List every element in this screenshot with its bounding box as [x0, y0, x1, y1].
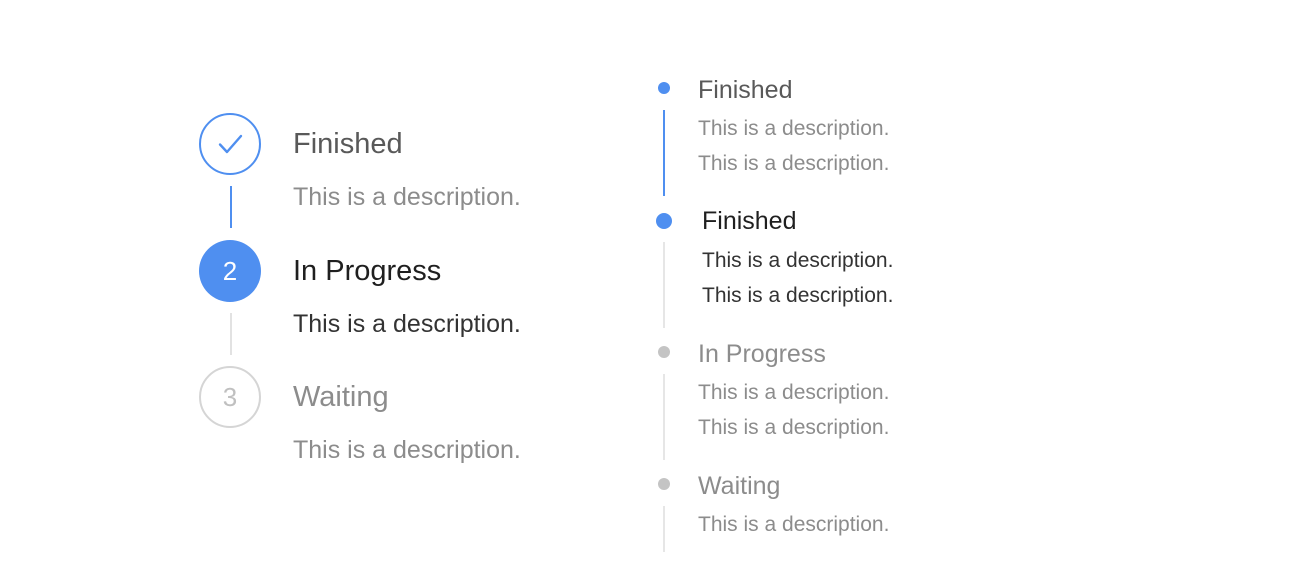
timeline-dot — [658, 82, 670, 94]
timeline-connector — [663, 374, 665, 460]
timeline-title: Finished — [702, 207, 797, 235]
timeline-title: Finished — [698, 76, 793, 104]
step-number-icon[interactable]: 2 — [199, 240, 261, 302]
timeline-title: Waiting — [698, 472, 781, 500]
timeline-description: This is a description. — [702, 284, 894, 307]
timeline-connector — [663, 506, 665, 552]
timeline-description: This is a description. — [698, 416, 890, 439]
timeline-dot — [656, 213, 672, 229]
step-finished-icon[interactable] — [199, 113, 261, 175]
step-number-icon[interactable]: 3 — [199, 366, 261, 428]
timeline: Finished This is a description. This is … — [620, 0, 1308, 566]
timeline-description: This is a description. — [698, 513, 890, 536]
timeline-description: This is a description. — [698, 381, 890, 404]
step-description: This is a description. — [293, 436, 521, 464]
timeline-dot — [658, 478, 670, 490]
timeline-description: This is a description. — [698, 152, 890, 175]
step-description: This is a description. — [293, 310, 521, 338]
step-connector — [230, 313, 232, 355]
timeline-description: This is a description. — [698, 117, 890, 140]
step-title[interactable]: Finished — [293, 128, 403, 160]
check-icon — [218, 134, 243, 154]
timeline-title: In Progress — [698, 340, 826, 368]
step-title[interactable]: Waiting — [293, 381, 389, 413]
timeline-dot — [658, 346, 670, 358]
step-title[interactable]: In Progress — [293, 255, 442, 287]
step-connector — [230, 186, 232, 228]
timeline-description: This is a description. — [702, 249, 894, 272]
timeline-connector — [663, 110, 665, 196]
vertical-steps: Finished This is a description. 2 In Pro… — [0, 0, 620, 566]
step-description: This is a description. — [293, 183, 521, 211]
timeline-connector — [663, 242, 665, 328]
